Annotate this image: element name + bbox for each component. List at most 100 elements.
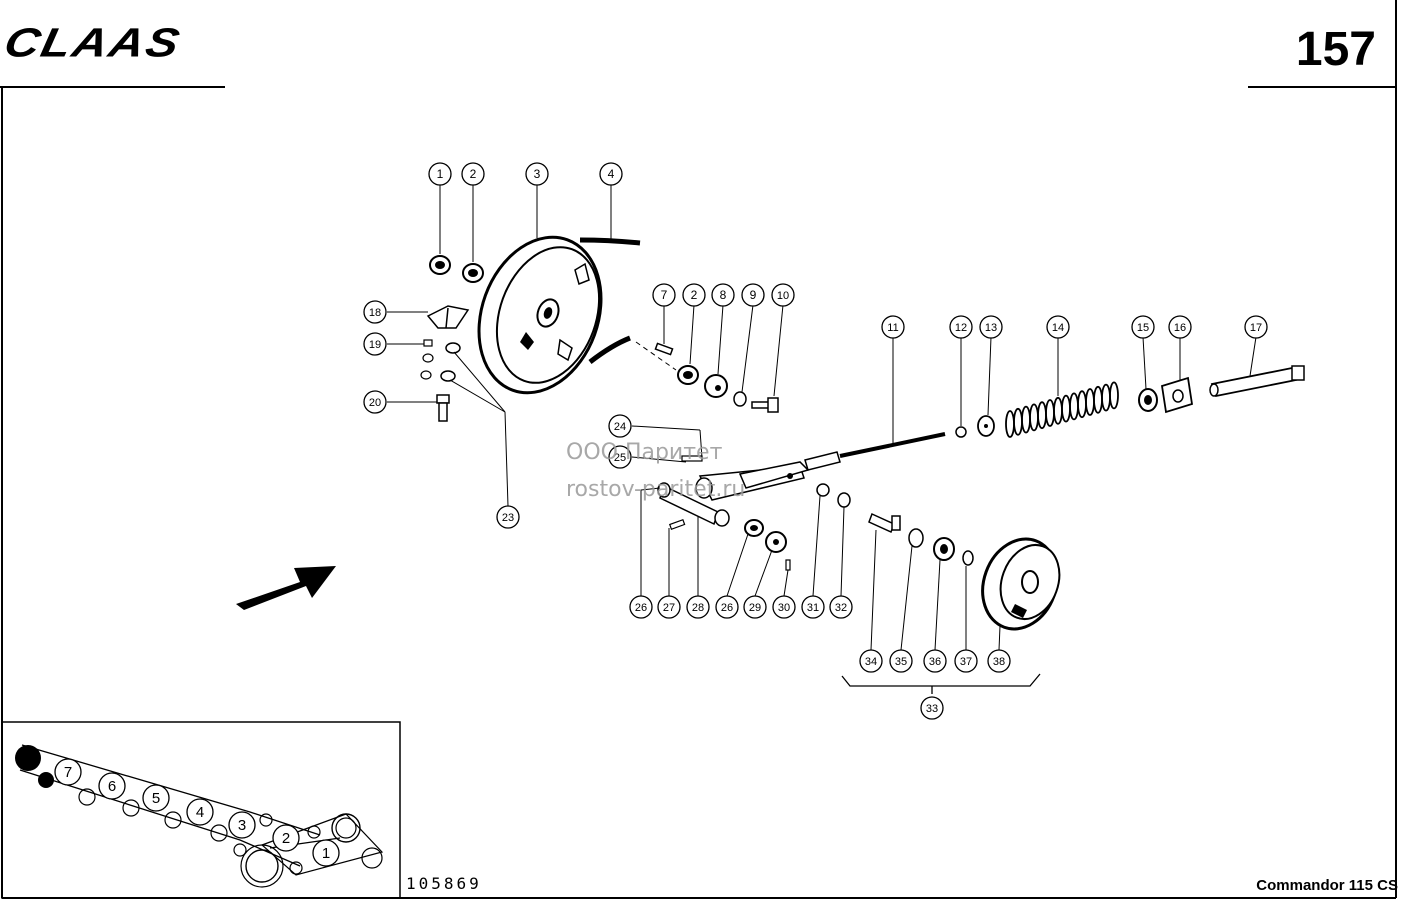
callout-label: 15 bbox=[1137, 322, 1149, 334]
axle-34 bbox=[868, 512, 901, 534]
spring-coil bbox=[1077, 390, 1087, 419]
spring-coil bbox=[1093, 385, 1103, 414]
nut-31 bbox=[816, 483, 830, 497]
callout-29: 29 bbox=[743, 595, 767, 619]
inset-label: 7 bbox=[64, 764, 72, 781]
circlip-37 bbox=[962, 550, 974, 566]
callout-33: 33 bbox=[920, 696, 944, 720]
spacer-8 bbox=[704, 374, 728, 398]
callout-label: 29 bbox=[749, 602, 761, 614]
callout-18: 18 bbox=[363, 300, 387, 324]
callout-34: 34 bbox=[859, 649, 883, 673]
bolt-24 bbox=[681, 455, 703, 462]
nut-12 bbox=[955, 426, 967, 438]
callout-label: 27 bbox=[663, 602, 675, 614]
callout-28: 28 bbox=[686, 595, 710, 619]
callout-19: 19 bbox=[363, 332, 387, 356]
callout-label: 36 bbox=[929, 656, 941, 668]
callout-label: 18 bbox=[369, 307, 381, 319]
bushing-26 bbox=[744, 519, 764, 537]
callout-35: 35 bbox=[889, 649, 913, 673]
bolt-20 bbox=[436, 394, 450, 422]
callout-label: 37 bbox=[960, 656, 972, 668]
callout-label: 10 bbox=[777, 290, 789, 302]
callout-label: 33 bbox=[926, 703, 938, 715]
callout-10: 10 bbox=[771, 283, 795, 307]
callout-9: 9 bbox=[741, 283, 765, 307]
callout-17: 17 bbox=[1244, 315, 1268, 339]
callout-2: 2 bbox=[461, 162, 485, 186]
pin-30 bbox=[785, 559, 791, 571]
bolt-10 bbox=[751, 397, 779, 413]
callout-label: 35 bbox=[895, 656, 907, 668]
bushing-2b bbox=[677, 365, 699, 385]
callout-label: 30 bbox=[778, 602, 790, 614]
callout-38: 38 bbox=[987, 649, 1011, 673]
leader-lines bbox=[387, 184, 1257, 651]
spring-coil bbox=[1013, 407, 1023, 436]
callout-36: 36 bbox=[923, 649, 947, 673]
callout-label: 1 bbox=[437, 167, 444, 181]
callout-label: 3 bbox=[534, 167, 541, 181]
callout-label: 13 bbox=[985, 322, 997, 334]
inset-label: 5 bbox=[152, 790, 160, 807]
callout-8: 8 bbox=[711, 283, 735, 307]
spring-coil bbox=[1053, 396, 1063, 425]
callout-1: 1 bbox=[428, 162, 452, 186]
pin-7 bbox=[654, 342, 674, 356]
drawing-number: 105869 bbox=[406, 874, 482, 893]
callout-27: 27 bbox=[657, 595, 681, 619]
callout-label: 28 bbox=[692, 602, 704, 614]
callout-label: 8 bbox=[720, 288, 727, 302]
spring-coil bbox=[1069, 392, 1079, 421]
callout-37: 37 bbox=[954, 649, 978, 673]
callout-label: 2 bbox=[470, 167, 477, 181]
pin-27 bbox=[668, 518, 686, 530]
washer-13 bbox=[977, 415, 995, 437]
spacer-29 bbox=[765, 531, 787, 553]
tension-rod-11 bbox=[804, 432, 946, 471]
callout-label: 16 bbox=[1174, 322, 1186, 334]
inset-label: 2 bbox=[282, 830, 290, 847]
callout-label: 9 bbox=[750, 288, 757, 302]
callout-label: 31 bbox=[807, 602, 819, 614]
bracket-18 bbox=[426, 305, 470, 329]
inset-label: 3 bbox=[238, 817, 246, 834]
tensioner-arm bbox=[695, 461, 810, 501]
watermark-company: ООО Паритет bbox=[566, 440, 723, 465]
callout-16: 16 bbox=[1168, 315, 1192, 339]
callout-label: 26 bbox=[635, 602, 647, 614]
callout-label: 12 bbox=[955, 322, 967, 334]
spring-coil bbox=[1061, 394, 1071, 423]
ring-35 bbox=[908, 528, 924, 548]
direction-arrow bbox=[236, 566, 336, 610]
page-number: 157 bbox=[1295, 23, 1376, 76]
inset-label: 6 bbox=[108, 778, 116, 795]
inset-pulley-3: 3 bbox=[228, 811, 256, 839]
callout-label: 34 bbox=[865, 656, 877, 668]
callout-15: 15 bbox=[1131, 315, 1155, 339]
callout-label: 38 bbox=[993, 656, 1005, 668]
spring-coil bbox=[1109, 381, 1119, 410]
tube-17 bbox=[1209, 365, 1305, 398]
spring-coil bbox=[1101, 383, 1111, 412]
callout-label: 26 bbox=[721, 602, 733, 614]
bushing-2 bbox=[462, 263, 484, 283]
compression-spring-14 bbox=[1005, 381, 1119, 438]
inset-label: 1 bbox=[322, 845, 330, 862]
spring-coil bbox=[1085, 388, 1095, 416]
callout-26: 26 bbox=[629, 595, 653, 619]
callout-32: 32 bbox=[829, 595, 853, 619]
callout-13: 13 bbox=[979, 315, 1003, 339]
callout-label: 20 bbox=[369, 397, 381, 409]
spring-coil bbox=[1037, 401, 1047, 430]
spring-coil bbox=[1021, 405, 1031, 434]
model-name: Commandor 115 CS bbox=[1256, 877, 1398, 894]
callout-label: 23 bbox=[502, 512, 514, 524]
callout-24: 24 bbox=[608, 414, 632, 438]
callout-12: 12 bbox=[949, 315, 973, 339]
callout-label: 4 bbox=[608, 167, 615, 181]
callout-4: 4 bbox=[599, 162, 623, 186]
